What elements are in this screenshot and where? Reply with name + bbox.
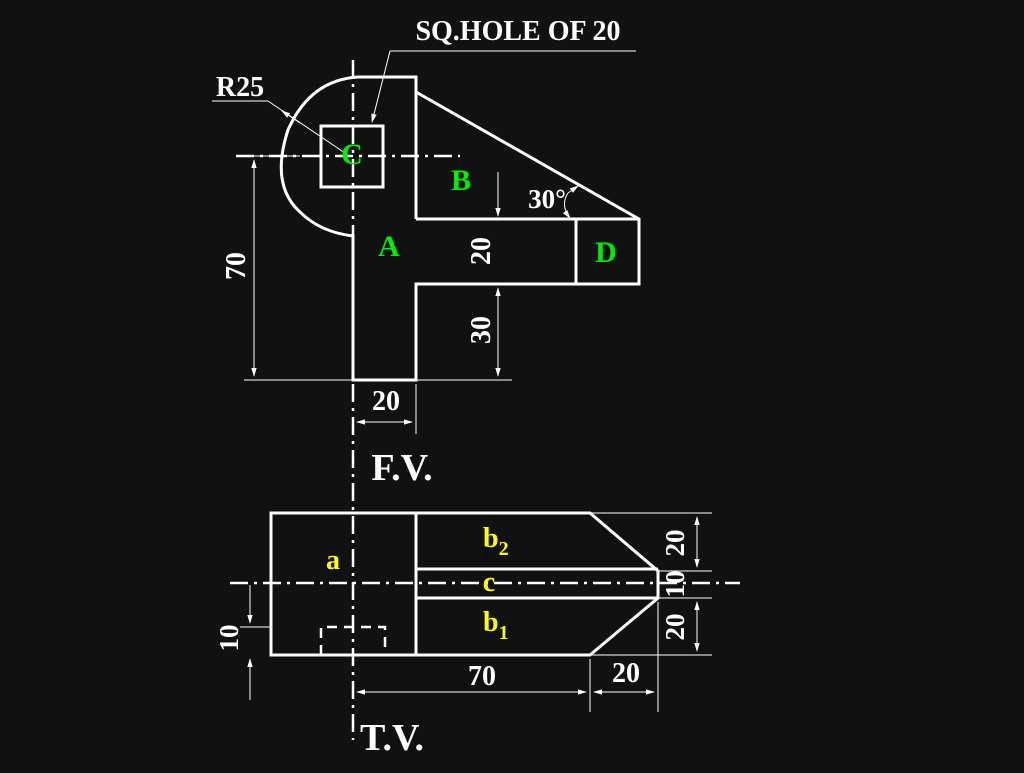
front-view-outline: [279, 75, 641, 382]
dim-stem-20-text: 20: [372, 386, 400, 417]
dim-left-10: 10: [214, 585, 271, 700]
top-view-bottom-dims: 70 20: [356, 602, 659, 712]
front-view-title: F.V.: [371, 447, 432, 489]
top-view: 20 10 20 10 70 20 a b2 c b1 T.V.: [214, 511, 740, 759]
dim-height-70-text: 70: [221, 252, 252, 280]
dim-slot-10-text: 10: [660, 571, 690, 598]
angle-callout-text: 30°: [528, 184, 566, 214]
dim-upper-20-text: 20: [660, 530, 690, 557]
angle-callout: 30°: [528, 184, 579, 219]
dim-lower-30-text: 30: [466, 316, 497, 344]
top-view-hidden-hole: [319, 625, 387, 655]
region-label-b1: b1: [483, 607, 509, 644]
dim-lower-30: 30: [416, 287, 512, 381]
radius-callout-text: R25: [216, 72, 264, 103]
hole-callout: SQ.HOLE OF 20: [371, 16, 636, 123]
radius-callout: R25: [212, 72, 346, 154]
region-label-d: D: [595, 236, 617, 269]
dim-left-10-text: 10: [214, 625, 244, 652]
dim-lower-20-text: 20: [660, 614, 690, 641]
dim-arm-20: 20: [466, 172, 501, 265]
dim-chamfer-20-text: 20: [612, 658, 640, 689]
dim-length-70-text: 70: [468, 661, 496, 692]
region-label-b: B: [451, 164, 471, 197]
region-label-a-lower: a: [326, 545, 340, 576]
region-label-b2: b2: [483, 523, 509, 560]
dim-arm-20-text: 20: [466, 237, 497, 265]
top-view-title: T.V.: [360, 717, 424, 759]
front-view: SQ.HOLE OF 20 R25 70 20 30: [212, 16, 641, 489]
hole-callout-text: SQ.HOLE OF 20: [415, 16, 620, 47]
dim-height-70: 70: [221, 155, 353, 381]
dim-stem-20: 20: [356, 384, 417, 434]
top-view-right-dims: 20 10 20: [590, 512, 712, 656]
region-label-c: C: [341, 138, 363, 171]
region-label-a: A: [378, 230, 400, 263]
region-label-c-lower: c: [483, 567, 495, 598]
